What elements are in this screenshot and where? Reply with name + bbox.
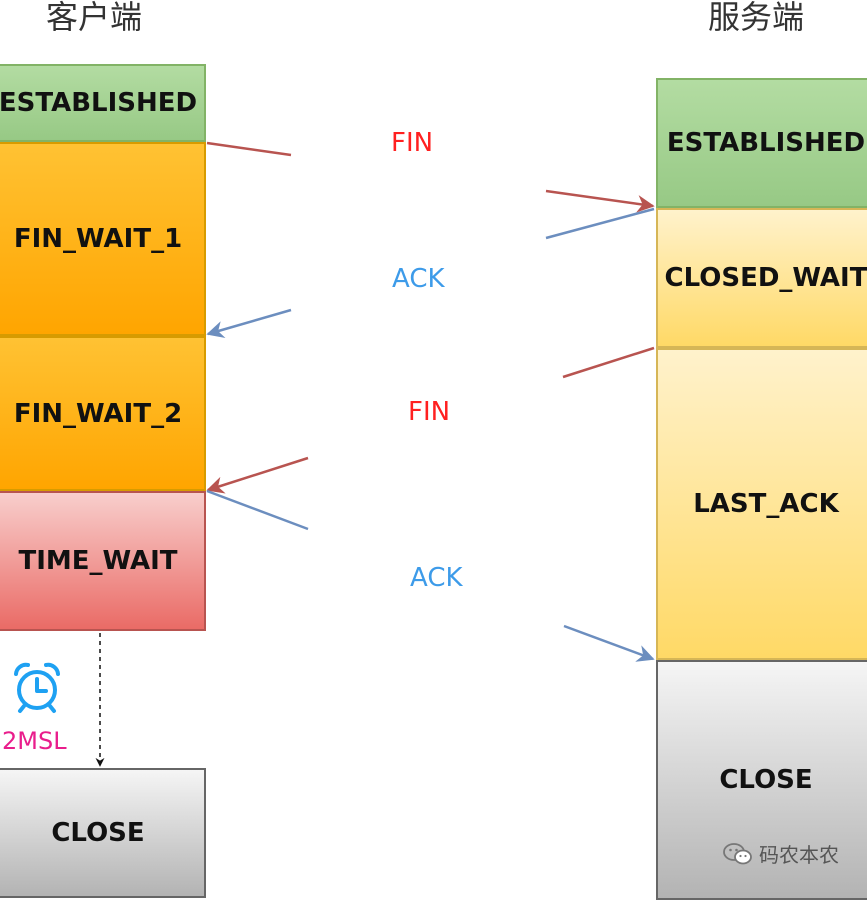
ack-arrow-2-start: [206, 489, 309, 531]
fin-arrow-2-start: [562, 346, 655, 379]
message-label-fin-2: FIN: [408, 397, 451, 427]
fin-arrow-2-end: [206, 456, 309, 494]
ack-arrow-2-end: [563, 624, 655, 662]
server-state-last-ack: LAST_ACK: [656, 348, 867, 660]
wechat-icon: [723, 842, 752, 864]
message-label-fin-1: FIN: [391, 128, 434, 158]
client-state-fin-wait-1: FIN_WAIT_1: [0, 142, 206, 336]
watermark-text: 码农本农: [759, 843, 839, 867]
message-label-ack-2: ACK: [410, 563, 463, 593]
client-state-fin-wait-2: FIN_WAIT_2: [0, 336, 206, 491]
client-state-time-wait: TIME_WAIT: [0, 491, 206, 631]
server-state-close: CLOSE: [656, 660, 867, 900]
server-state-established: ESTABLISHED: [656, 78, 867, 208]
fin-arrow-1-end: [545, 189, 655, 213]
fin-arrow-1-start: [206, 141, 292, 157]
client-title: 客户端: [46, 0, 143, 36]
timer-label: 2MSL: [2, 727, 67, 755]
ack-arrow-1-end: [206, 308, 292, 339]
message-label-ack-1: ACK: [392, 264, 445, 294]
ack-arrow-1-start: [545, 207, 655, 240]
client-state-established: ESTABLISHED: [0, 64, 206, 142]
server-title: 服务端: [708, 0, 805, 36]
server-state-closed-wait: CLOSED_WAIT: [656, 208, 867, 348]
alarm-clock-icon: [14, 662, 60, 713]
watermark: 码农本农: [723, 839, 839, 868]
